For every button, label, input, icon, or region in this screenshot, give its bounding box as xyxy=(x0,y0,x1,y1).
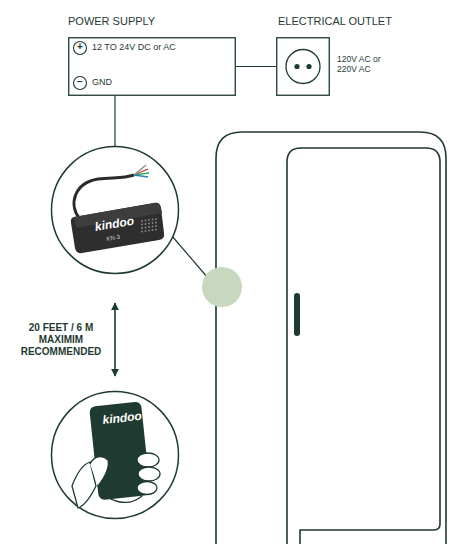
distance-arrow xyxy=(114,303,116,376)
distance-label: 20 FEET / 6 M MAXIMIM RECOMMENDED xyxy=(19,322,103,358)
node-shape xyxy=(276,37,330,96)
box-heading: POWER SUPPLY xyxy=(68,15,155,28)
device-box: POWER SUPPLY12 TO 24V DC or ACGND+− xyxy=(68,37,236,96)
wire xyxy=(114,96,115,146)
device-box: ELECTRICAL OUTLET120V AC or 220V AC xyxy=(276,37,330,96)
door-handle xyxy=(294,293,300,336)
node-shape xyxy=(50,390,180,520)
detail-circle: kindooKN-3 xyxy=(50,145,180,275)
detail-circle: kindoo xyxy=(50,390,180,520)
leader-line xyxy=(172,236,208,278)
box-text: GND xyxy=(92,77,112,87)
polarity-sign: − xyxy=(75,76,85,88)
polarity-sign: + xyxy=(75,41,85,53)
mount-spot xyxy=(202,267,242,307)
node-shape xyxy=(50,145,180,275)
door-leaf xyxy=(287,148,440,544)
box-text: 120V AC or 220V AC xyxy=(337,55,399,75)
door-frame xyxy=(216,132,446,544)
wire xyxy=(236,66,276,67)
box-text: 12 TO 24V DC or AC xyxy=(92,42,176,52)
box-heading: ELECTRICAL OUTLET xyxy=(278,15,392,28)
